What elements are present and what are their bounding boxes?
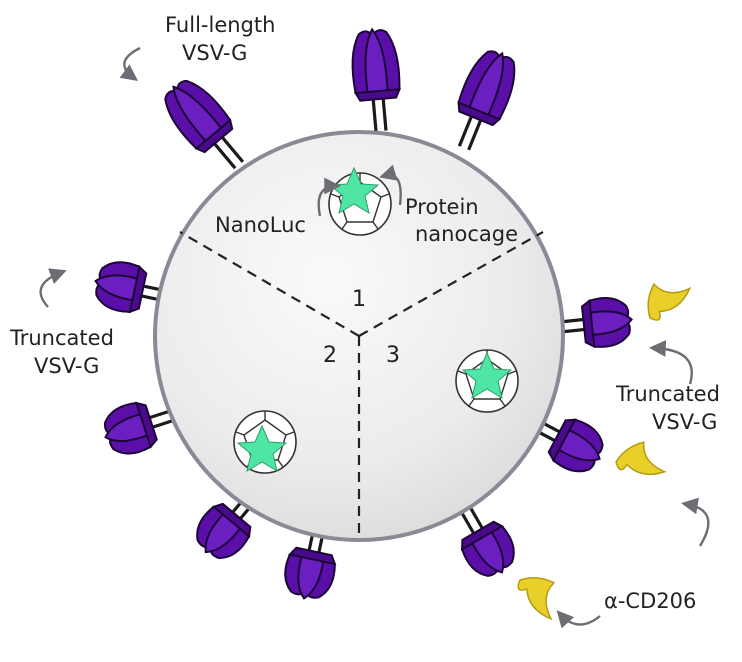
truncated-left-label-line1: Truncated (9, 326, 114, 350)
truncated-right-label-line1: Truncated (615, 382, 720, 406)
section-dividers (179, 231, 544, 540)
nanocage-with-nanoluc-right (455, 349, 519, 413)
truncated-vsvg-spike (555, 293, 636, 353)
section-number-1: 1 (352, 287, 366, 312)
alpha-cd206-label: α-CD206 (604, 589, 696, 613)
full-length-vsvg-spike (347, 25, 406, 135)
truncated-left-label-line2: VSV-G (34, 354, 99, 378)
alpha-cd206-antibody (644, 281, 691, 326)
full-length-label-line2: VSV-G (182, 41, 247, 65)
section-number-2: 2 (323, 343, 337, 368)
full-length-vsvg-spike (441, 43, 526, 159)
alpha-cd206-antibody (513, 574, 558, 620)
full-length-label-line1: Full-length (165, 13, 275, 37)
truncated-right-label-line2: VSV-G (652, 410, 717, 434)
protein-nanocage-label-line1: Protein (405, 195, 479, 219)
alpha-cd206-antibody (611, 438, 666, 493)
full-length-vsvg-spike (154, 70, 259, 182)
section-number-3: 3 (386, 343, 400, 368)
protein-nanocage-label-line2: nanocage (415, 222, 518, 246)
nanocage-with-nanoluc-left (233, 410, 297, 474)
nanoluc-label: NanoLuc (215, 213, 306, 237)
annotation-arrows (39, 46, 710, 629)
